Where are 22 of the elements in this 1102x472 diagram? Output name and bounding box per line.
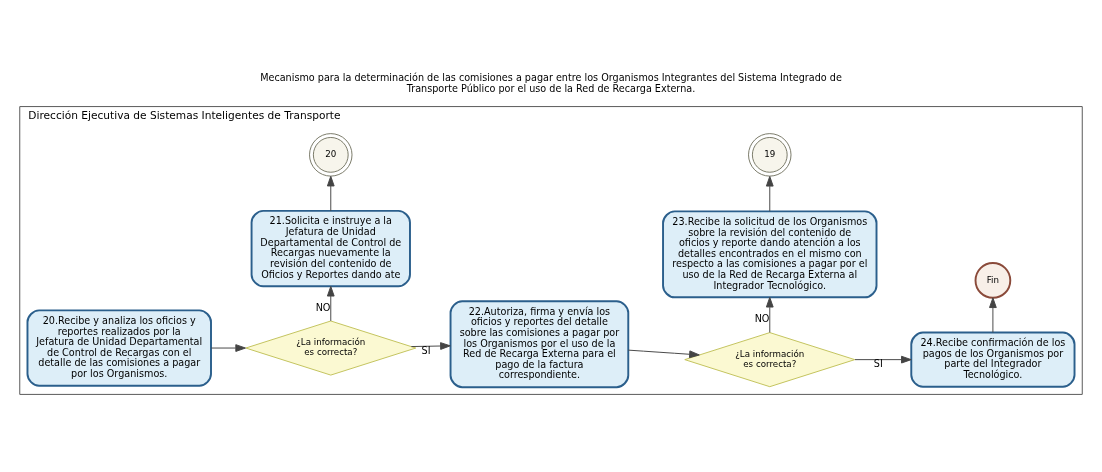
- arrow: [627, 349, 700, 359]
- arrow: [765, 175, 774, 212]
- node-box: 22.Autoriza, firma y envía los oficios y reportes del detalle sobre las comisiones a pagar por los Organismos por el uso de la Red de Recarga Externa para el pago de la factura correspondiente.: [449, 300, 630, 389]
- arrow: [210, 344, 246, 352]
- arrow: [989, 297, 997, 333]
- node-diamond: ¿La información es correcta?: [684, 332, 856, 388]
- node-diamond: ¿La información es correcta?: [245, 320, 417, 376]
- node-box: 20.Recibe y analiza los oficios y reportes realizados por la Jefatura de Unidad Departamental de Control de Recargas con el detalle de las comisiones a pagar por los Organismos.: [26, 309, 212, 387]
- arrow: [326, 285, 335, 322]
- node-circle: Fin: [974, 262, 1012, 299]
- node-box: 21.Solicita e instruye a la Jefatura de Unidad Departamental de Control de Recargas nuevamente la revisión del contenido de Oficios y Reportes dando ate: [250, 209, 411, 288]
- edge-label: NO: [754, 313, 770, 325]
- node-box: 23.Recibe la solicitud de los Organismos sobre la revisión del contenido de oficios y reporte dando atención a los detalles encontrados en el mismo con respecto a las comisiones a pagar por el uso de la Red de Recarga Externa al Integrador Tecnológico.: [662, 210, 878, 299]
- node-box: 24.Recibe confirmación de los pagos de los Organismos por parte del Integrador Tecnológico.: [910, 331, 1076, 388]
- arrow: [765, 296, 774, 333]
- arrow: [854, 355, 912, 364]
- edge-label: NO: [315, 302, 331, 314]
- edge-label: SI: [873, 358, 883, 370]
- arrow: [410, 342, 451, 350]
- edge-label: SI: [421, 344, 431, 356]
- diagram-title: Mecanismo para la determinación de las comisiones a pagar entre los Organismos Integrantes del Sistema Integrado de Transporte Público por el uso de la Red de Recarga Externa.: [260, 72, 842, 95]
- arrow: [326, 175, 335, 212]
